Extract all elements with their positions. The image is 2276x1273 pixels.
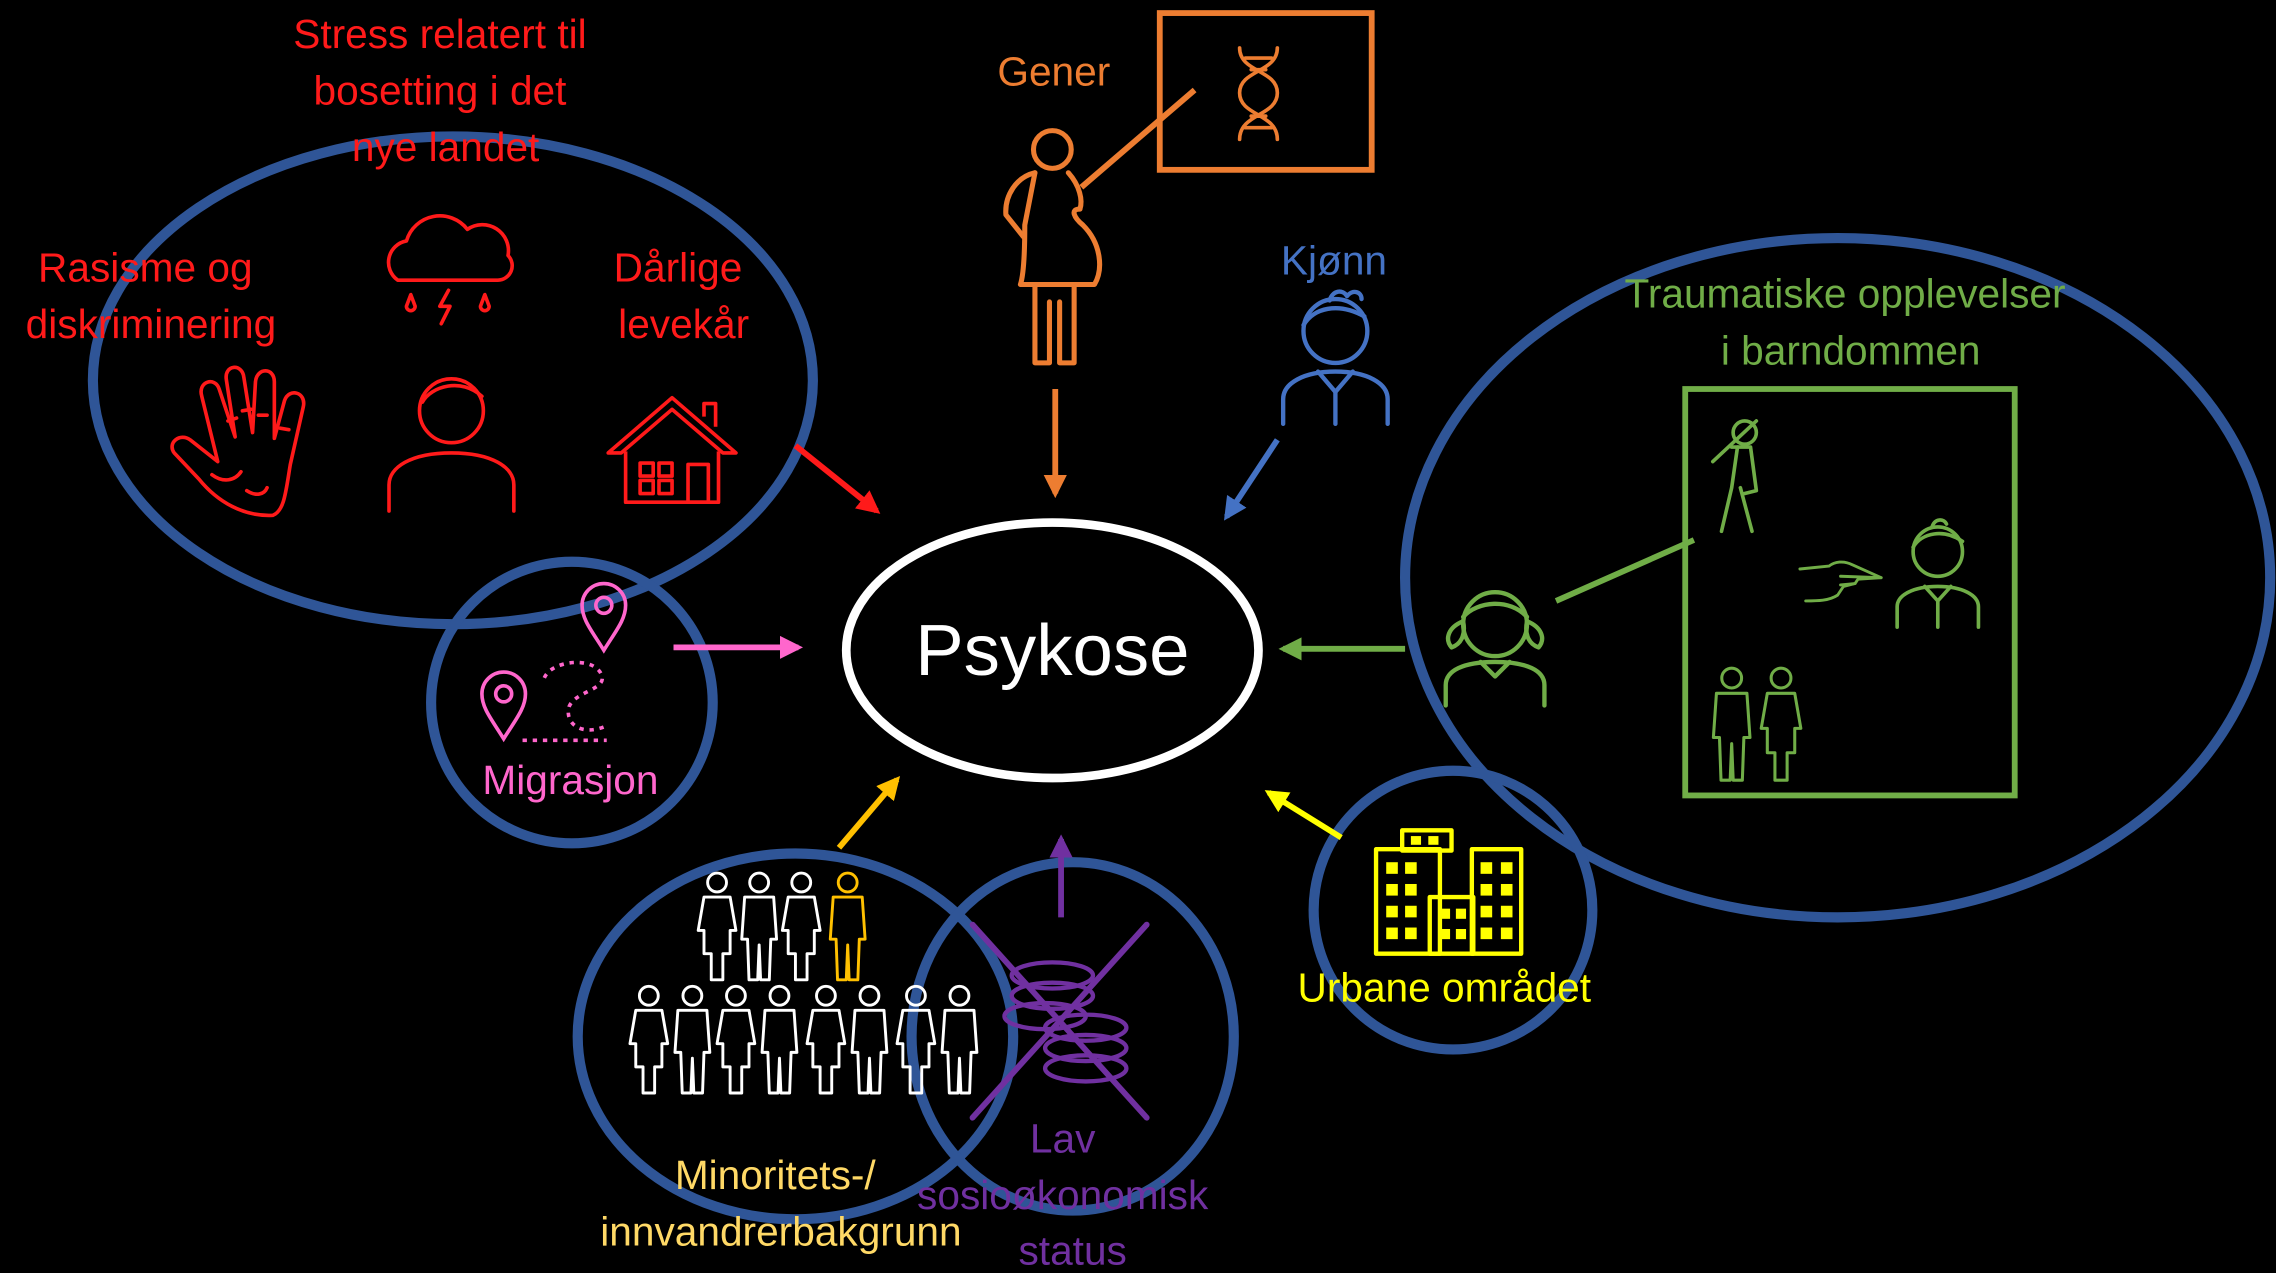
stress-label-line-2: bosetting i det: [313, 68, 566, 114]
couple-icon: [1711, 666, 1803, 782]
trauma-group: Traumatiske opplevelser i barndommen: [1443, 271, 2077, 799]
stress-label-line-3: nye landet: [352, 124, 539, 170]
pointer-line: [1079, 87, 1197, 190]
psychosis-label: Psykose: [915, 610, 1189, 691]
psychosis-ring: [841, 518, 1263, 783]
batter-icon: [1710, 419, 1759, 534]
building-windows: [1386, 836, 1513, 940]
migration-group: Migrasjon: [480, 581, 659, 803]
arrows: [673, 389, 1406, 918]
urban-group: Urbane området: [1297, 828, 1591, 1011]
house-icon: [606, 395, 738, 505]
highlighted-person-icon: [828, 871, 867, 982]
ses-label: Lav sosioøkonomisk status: [917, 1116, 1220, 1273]
dna-icon: [1237, 46, 1280, 142]
trauma-label: Traumatiske opplevelser i barndommen: [1625, 271, 2077, 374]
accused-boy-icon: [1895, 518, 1981, 629]
dna-frame: [1156, 10, 1375, 173]
genes-group: Gener: [997, 10, 1375, 366]
living-label-line-2: levekår: [618, 301, 749, 347]
gender-group: Kjønn: [1280, 237, 1390, 427]
trauma-frame: [1682, 386, 2018, 799]
buildings-icon: [1373, 828, 1524, 956]
arrow-urban-to-psychosis: [1264, 790, 1343, 841]
crowd-icon: [628, 871, 979, 1095]
arrow-gender-to-psychosis: [1223, 438, 1280, 521]
racism-label: Rasisme og diskriminering: [26, 245, 277, 348]
living-label: Dårlige levekår: [614, 245, 754, 348]
migration-label: Migrasjon: [482, 757, 658, 803]
route-line: [542, 660, 608, 732]
gender-label: Kjønn: [1281, 237, 1387, 283]
living-label-line-1: Dårlige: [614, 245, 743, 291]
cross-out-icon: [969, 921, 1150, 1121]
circle-trauma-group: [1400, 232, 2276, 923]
racism-label-line-2: diskriminering: [26, 301, 277, 347]
pregnant-woman-icon: [1003, 128, 1103, 366]
storm-cloud-icon: [386, 214, 514, 326]
girl-icon: [1443, 590, 1547, 708]
minority-label-line-1: Minoritets-/: [675, 1152, 877, 1198]
circle-ses: [906, 857, 1239, 1216]
urban-label: Urbane området: [1297, 965, 1591, 1011]
coins-icon: [1002, 960, 1129, 1084]
racism-label-line-1: Rasisme og: [38, 245, 252, 291]
minority-group: Minoritets-/ innvandrerbakgrunn: [600, 871, 979, 1255]
ses-label-line-3: status: [1018, 1227, 1126, 1273]
hand-print-icon: [170, 365, 306, 518]
stress-label-line-1: Stress relatert til: [293, 11, 586, 57]
group-circles: [87, 131, 2276, 1225]
ses-label-line-1: Lav: [1030, 1116, 1096, 1162]
genes-label: Gener: [997, 49, 1110, 95]
trauma-pointer-line: [1554, 537, 1696, 604]
person-icon: [387, 377, 516, 513]
minority-label: Minoritets-/ innvandrerbakgrunn: [600, 1152, 961, 1255]
trauma-label-line-1: Traumatiske opplevelser: [1625, 271, 2066, 317]
arrow-minority-to-psychosis: [836, 775, 901, 850]
ses-group: Lav sosioøkonomisk status: [917, 921, 1220, 1273]
minority-label-line-2: innvandrerbakgrunn: [600, 1208, 961, 1254]
boy-icon: [1280, 289, 1390, 427]
circle-urban: [1308, 765, 1598, 1055]
trauma-label-line-2: i barndommen: [1721, 327, 1981, 373]
stress-group: Stress relatert til bosetting i det nye …: [26, 11, 754, 348]
circle-minority: [572, 848, 1019, 1225]
circle-migration: [426, 556, 718, 849]
arrow-stress-to-psychosis: [793, 443, 881, 514]
pointing-hand-icon: [1798, 560, 1883, 603]
ses-label-line-2: sosioøkonomisk: [917, 1172, 1209, 1218]
stress-label: Stress relatert til bosetting i det nye …: [293, 11, 598, 170]
